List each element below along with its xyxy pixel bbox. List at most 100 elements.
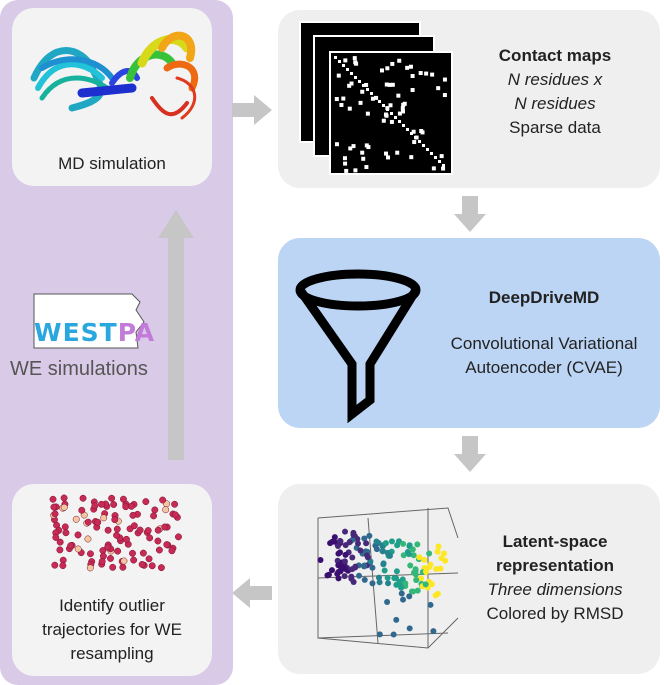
- outlier-point: [142, 498, 150, 506]
- outlier-point: [129, 549, 136, 557]
- contact-diagonal-dot: [434, 156, 437, 159]
- latent-point: [349, 566, 356, 573]
- latent-point: [416, 554, 423, 561]
- outlier-point: [97, 500, 105, 508]
- contact-dot: [439, 154, 444, 159]
- contact-maps-card: Contact maps N residues x N residues Spa…: [278, 10, 660, 188]
- latent-line1: Three dimensions: [487, 580, 623, 599]
- contact-diagonal-dot: [418, 140, 421, 143]
- latent-point: [400, 596, 407, 603]
- contact-dot: [396, 93, 401, 98]
- latent-point: [410, 552, 417, 559]
- latent-point: [356, 572, 363, 579]
- contact-dot: [400, 109, 405, 114]
- contact-diagonal-dot: [354, 76, 357, 79]
- contact-diagonal-dot: [366, 88, 369, 91]
- latent-point: [427, 601, 434, 608]
- contact-dot: [418, 71, 423, 76]
- contact-dot: [408, 64, 413, 69]
- outlier-point: [162, 506, 170, 514]
- contact-dot: [364, 143, 369, 148]
- latent-point: [349, 554, 356, 561]
- outlier-point: [78, 506, 86, 514]
- outlier-label-line1: Identify outlier: [59, 596, 165, 615]
- contact-diagonal-dot: [394, 116, 397, 119]
- latent-point: [354, 540, 361, 547]
- contact-maps-stack: [299, 21, 453, 175]
- outlier-point: [154, 526, 162, 534]
- outlier-point: [98, 557, 106, 565]
- contact-dot: [397, 58, 402, 63]
- latent-point: [402, 580, 409, 587]
- latent-point: [361, 562, 368, 569]
- latent-point: [376, 579, 383, 586]
- latent-point: [346, 539, 353, 546]
- outlier-point: [127, 502, 135, 510]
- contact-dot: [364, 165, 369, 170]
- contact-diagonal-dot: [426, 148, 429, 151]
- contact-dot: [430, 72, 435, 77]
- outlier-point: [130, 522, 138, 530]
- latent-point: [414, 541, 421, 548]
- contact-dot: [347, 83, 352, 88]
- latent-point: [426, 550, 433, 557]
- latent-point: [363, 540, 370, 547]
- latent-point: [430, 628, 437, 635]
- latent-point: [325, 571, 332, 578]
- outlier-point: [154, 537, 162, 545]
- outlier-point: [171, 500, 179, 508]
- deepdrivemd-card: DeepDriveMD Convolutional Variational Au…: [278, 238, 660, 428]
- outlier-point: [74, 545, 82, 553]
- left-arrow-icon: [232, 578, 272, 608]
- outlier-point: [49, 495, 57, 503]
- outlier-point: [129, 511, 137, 519]
- outlier-point: [163, 541, 171, 549]
- outlier-point: [62, 529, 70, 537]
- outlier-point: [100, 514, 108, 522]
- contact-dot: [334, 142, 339, 147]
- outlier-point: [159, 496, 167, 504]
- outlier-point: [56, 538, 64, 546]
- right-arrow-icon: [232, 95, 272, 125]
- outlier-point: [175, 533, 182, 541]
- contact-dot: [411, 129, 416, 134]
- latent-point: [427, 561, 434, 568]
- latent-point: [409, 546, 416, 553]
- deepdrivemd-line2: Autoencoder (CVAE): [465, 358, 623, 377]
- latent-point: [379, 548, 386, 555]
- latent-space-scatter-3d: [317, 507, 459, 649]
- outlier-point: [107, 555, 114, 562]
- contact-dot: [409, 155, 414, 160]
- latent-point: [357, 547, 364, 554]
- contact-dot: [402, 101, 407, 106]
- outlier-point: [171, 511, 179, 519]
- latent-point: [388, 538, 395, 545]
- outlier-scatter-plot: [49, 494, 182, 572]
- outlier-point: [145, 555, 153, 563]
- latent-point: [410, 588, 417, 595]
- latent-point: [331, 534, 338, 541]
- latent-point: [342, 566, 349, 573]
- outlier-point: [61, 523, 69, 531]
- contact-diagonal-dot: [390, 112, 393, 115]
- latent-point: [434, 548, 441, 555]
- contact-diagonal-dot: [358, 80, 361, 83]
- contact-diagonal-dot: [398, 120, 401, 123]
- contact-dot: [358, 100, 363, 105]
- latent-point: [382, 540, 389, 547]
- latent-point: [341, 573, 348, 580]
- outlier-point: [138, 560, 146, 568]
- contact-diagonal-dot: [422, 144, 425, 147]
- latent-point: [412, 571, 419, 578]
- outlier-point: [151, 506, 159, 514]
- contact-dot: [390, 82, 395, 87]
- deepdrivemd-line1: Convolutional Variational: [450, 334, 638, 353]
- latent-point: [400, 540, 407, 547]
- outlier-point: [91, 502, 99, 510]
- outlier-point: [168, 547, 176, 555]
- contact-dot: [342, 156, 347, 161]
- outlier-point: [56, 546, 64, 554]
- outlier-point: [111, 516, 119, 524]
- outlier-point: [119, 563, 127, 571]
- latent-point: [413, 576, 420, 583]
